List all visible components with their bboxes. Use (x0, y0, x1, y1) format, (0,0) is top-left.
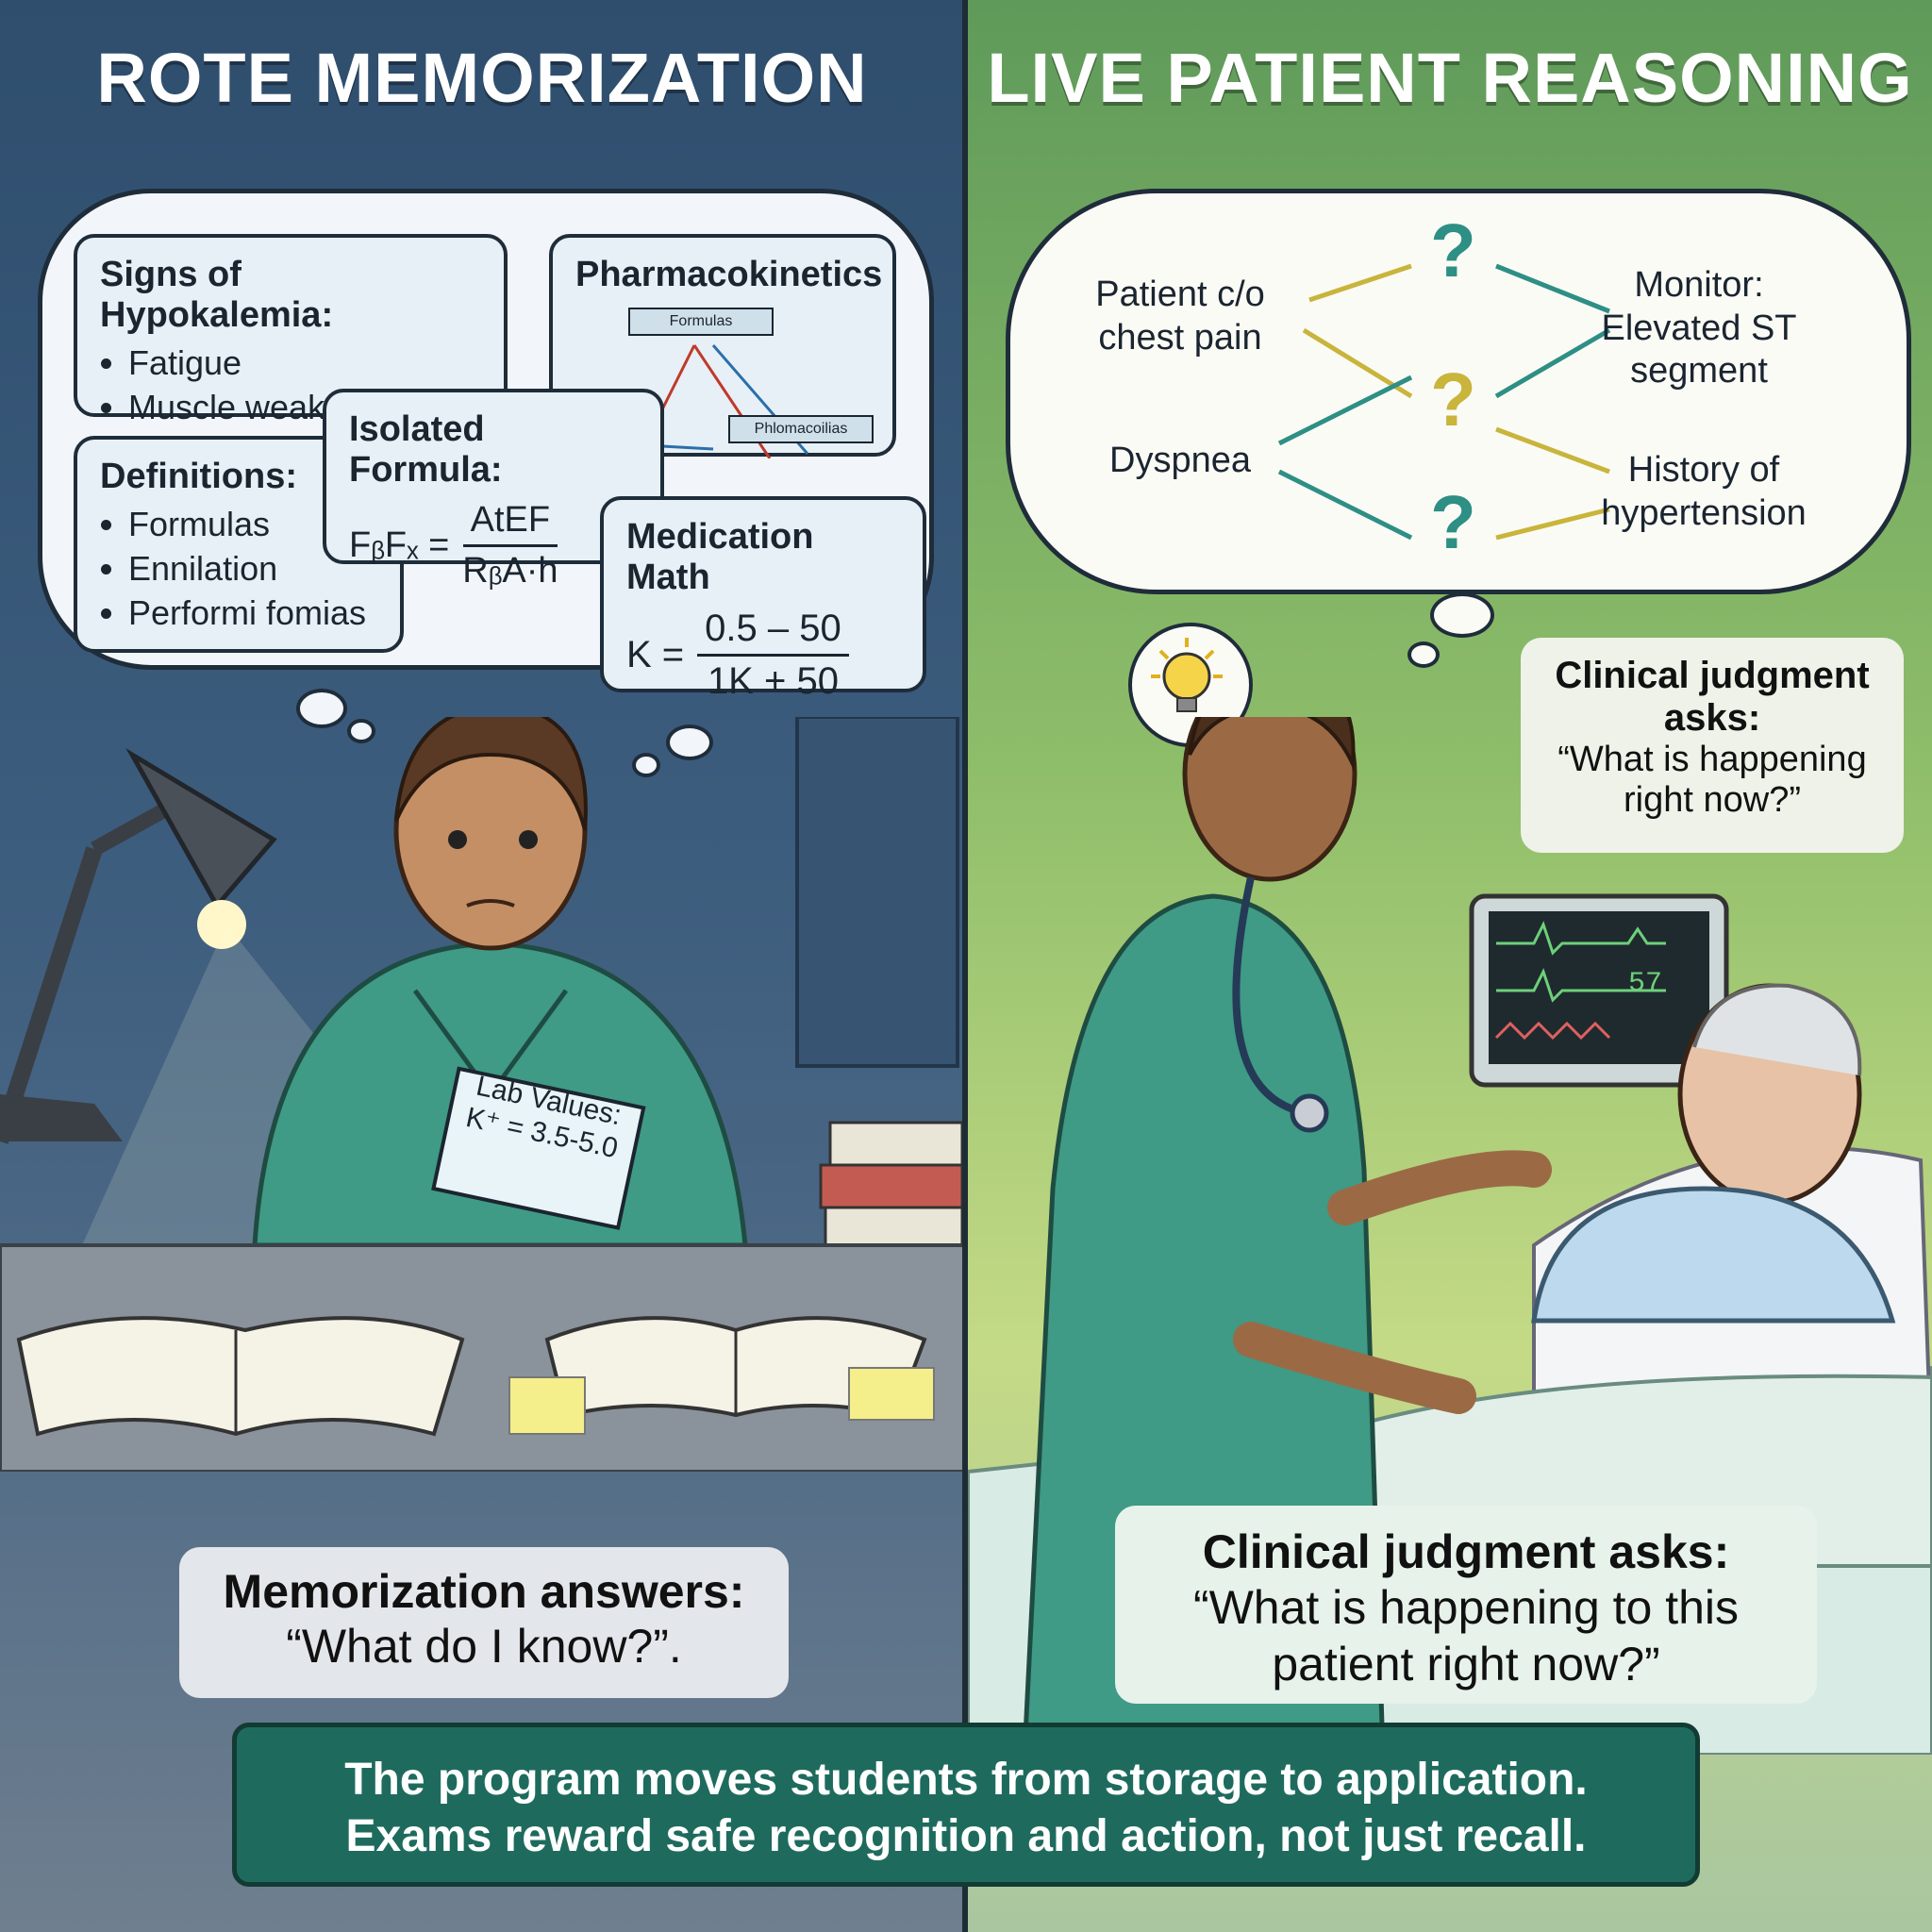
question-mark-icon: ? (1430, 358, 1476, 441)
question-mark-icon: ? (1430, 480, 1476, 564)
node-history: History of hypertension (1601, 450, 1807, 533)
monitor-reading: 57 (1628, 968, 1663, 1000)
answer-title: Clinical judgment asks: (1202, 1525, 1730, 1578)
left-heading: ROTE MEMORIZATION (96, 39, 868, 117)
reasoning-cloud (1006, 189, 1911, 594)
formulas-box: Formulas (628, 308, 774, 336)
thought-bubble-dot (666, 724, 713, 760)
formula-lhs: K = (626, 634, 685, 675)
study-desk-scene (0, 717, 964, 1472)
formula-denominator: 1K + 50 (707, 660, 839, 702)
formula-denominator: RᵦA·h (462, 551, 558, 591)
thought-bubble-dot (1430, 592, 1494, 638)
formula-numerator: 0.5 – 50 (697, 608, 849, 657)
speech-quote: “What is happening right now?” (1557, 740, 1867, 820)
formula-lhs: FᵦFₓ = (349, 525, 450, 565)
node-chest-pain: Patient c/o chest pain (1095, 275, 1265, 358)
memorization-answer-box: Memorization answers: “What do I know?”. (179, 1547, 789, 1698)
thought-bubble-dot (632, 753, 660, 777)
phlomacoilias-box: Phlomacoilias (728, 415, 874, 443)
left-panel: ROTE MEMORIZATION Signs of Hypokalemia: … (0, 0, 964, 1932)
right-heading: LIVE PATIENT REASONING (987, 39, 1913, 117)
list-item: Fatigue (128, 341, 481, 386)
answer-quote: “What is happening to this patient right… (1192, 1581, 1740, 1690)
formula-numerator: AtEF (462, 500, 558, 547)
caption-line: Exams reward safe recognition and action… (345, 1811, 1587, 1861)
thought-bubble-dot (296, 689, 347, 728)
card-title: Pharmacokinetics (575, 255, 883, 294)
card-title: Signs of Hypokalemia: (100, 255, 334, 335)
card-isolated-formula: Isolated Formula: FᵦFₓ = AtEF RᵦA·h (323, 389, 664, 591)
answer-quote: “What do I know?”. (286, 1620, 682, 1673)
question-mark-icon: ? (1430, 208, 1476, 292)
panel-divider (962, 0, 970, 1932)
speech-title: Clinical judgment asks: (1555, 655, 1870, 739)
list-item: Formulas (128, 503, 377, 547)
clinical-judgment-speech: Clinical judgment asks: “What is happeni… (1521, 638, 1904, 853)
list-item: Ennilation (128, 547, 377, 591)
node-dyspnea: Dyspnea (1109, 441, 1251, 480)
answer-title: Memorization answers: (223, 1565, 745, 1618)
thought-bubble-dot (1407, 641, 1440, 668)
card-title: Definitions: (100, 457, 297, 496)
card-title: Isolated Formula: (349, 409, 503, 490)
card-title: Medication Math (626, 517, 814, 597)
reasoning-connectors (1277, 263, 1611, 541)
card-medication-math: Medication Math K = 0.5 – 50 1K + 50 (600, 496, 926, 702)
right-panel: LIVE PATIENT REASONING Patient c/o chest… (968, 0, 1932, 1932)
thought-bubble-dot (347, 719, 375, 743)
caption-line: The program moves students from storage … (344, 1755, 1588, 1805)
node-monitor: Monitor: Elevated ST segment (1601, 265, 1797, 391)
list-item: Performi fomias (128, 591, 377, 636)
clinical-judgment-answer-box: Clinical judgment asks: “What is happeni… (1115, 1506, 1817, 1704)
lightbulb-icon (1151, 638, 1223, 712)
summary-caption: The program moves students from storage … (232, 1723, 1700, 1887)
